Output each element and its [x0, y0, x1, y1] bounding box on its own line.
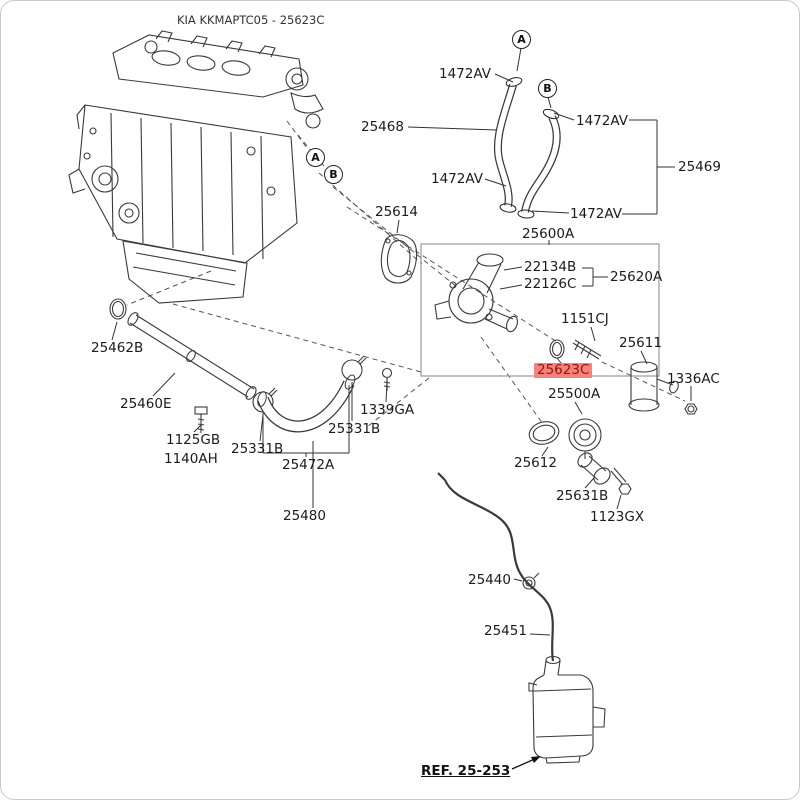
part-label-25331b-left: 25331B	[231, 441, 284, 457]
part-label-25600a: 25600A	[522, 226, 575, 242]
part-label-1472av-2: 1472AV	[576, 113, 628, 129]
part-label-1339ga: 1339GA	[360, 402, 415, 418]
part-label-22134b: 22134B	[524, 259, 577, 275]
thermostat-25500a-drawing	[568, 418, 602, 459]
part-label-25460e: 25460E	[120, 396, 172, 412]
part-label-25451: 25451	[484, 623, 527, 639]
leader-lines	[111, 47, 692, 636]
callout-b-top: B	[538, 79, 557, 98]
ref-label: REF. 25-253	[421, 763, 511, 779]
pipe-25460e-drawing	[127, 312, 257, 400]
clamp-25331b-right-drawing	[341, 355, 367, 381]
callout-a-top: A	[512, 30, 531, 49]
part-label-25631b: 25631B	[556, 488, 609, 504]
part-label-1336ac: 1336AC	[667, 371, 720, 387]
thermostat-housing-drawing	[434, 253, 518, 333]
part-label-25468: 25468	[361, 119, 404, 135]
part-label-25620a: 25620A	[610, 269, 663, 285]
part-label-22126c: 22126C	[524, 276, 577, 292]
hose-25451-drawing	[437, 472, 555, 662]
outlet-25631b-drawing	[577, 452, 611, 485]
hose-25469-drawing	[517, 108, 561, 219]
gasket-25612-drawing	[528, 421, 560, 445]
part-label-25611: 25611	[619, 335, 662, 351]
reservoir-tank-drawing	[528, 655, 606, 764]
engine-drawing	[68, 30, 324, 304]
part-label-25614: 25614	[375, 204, 418, 220]
bolt-1123gx-drawing	[610, 467, 632, 495]
part-label-25440: 25440	[468, 572, 511, 588]
part-label-1151cj: 1151CJ	[561, 311, 609, 327]
part-label-25331b-right: 25331B	[328, 421, 381, 437]
callout-a-engine: A	[306, 148, 325, 167]
part-label-25480: 25480	[283, 508, 326, 524]
part-label-1472av-3: 1472AV	[431, 171, 483, 187]
part-label-1140ah: 1140AH	[164, 451, 218, 467]
part-label-1123gx: 1123GX	[590, 509, 645, 525]
bolt-1125gb-drawing	[194, 406, 208, 433]
hose-25468-drawing	[493, 77, 523, 213]
gasket-25614-drawing	[380, 234, 418, 284]
part-label-1472av-1: 1472AV	[439, 66, 491, 82]
hose-25472a-drawing	[257, 374, 356, 433]
diagram-title: KIA KKMAPTC05 - 25623C	[177, 13, 325, 27]
part-label-25462b: 25462B	[91, 340, 144, 356]
ref-arrow	[511, 756, 541, 770]
oring-25462b-drawing	[109, 298, 127, 320]
part-label-25500a: 25500A	[548, 386, 601, 402]
part-label-25623c-highlighted: 25623C	[534, 363, 593, 378]
nut-1336ac-drawing	[684, 403, 698, 415]
part-label-25469: 25469	[678, 159, 721, 175]
fitting-25611-drawing	[628, 361, 679, 412]
callout-b-engine: B	[324, 165, 343, 184]
part-label-1472av-4: 1472AV	[570, 206, 622, 222]
part-label-25472a: 25472A	[282, 457, 335, 473]
part-label-25612: 25612	[514, 455, 557, 471]
clamp-25440-drawing	[522, 572, 540, 590]
oring-1151cj-drawing	[549, 339, 602, 360]
part-label-1125gb: 1125GB	[166, 432, 221, 448]
